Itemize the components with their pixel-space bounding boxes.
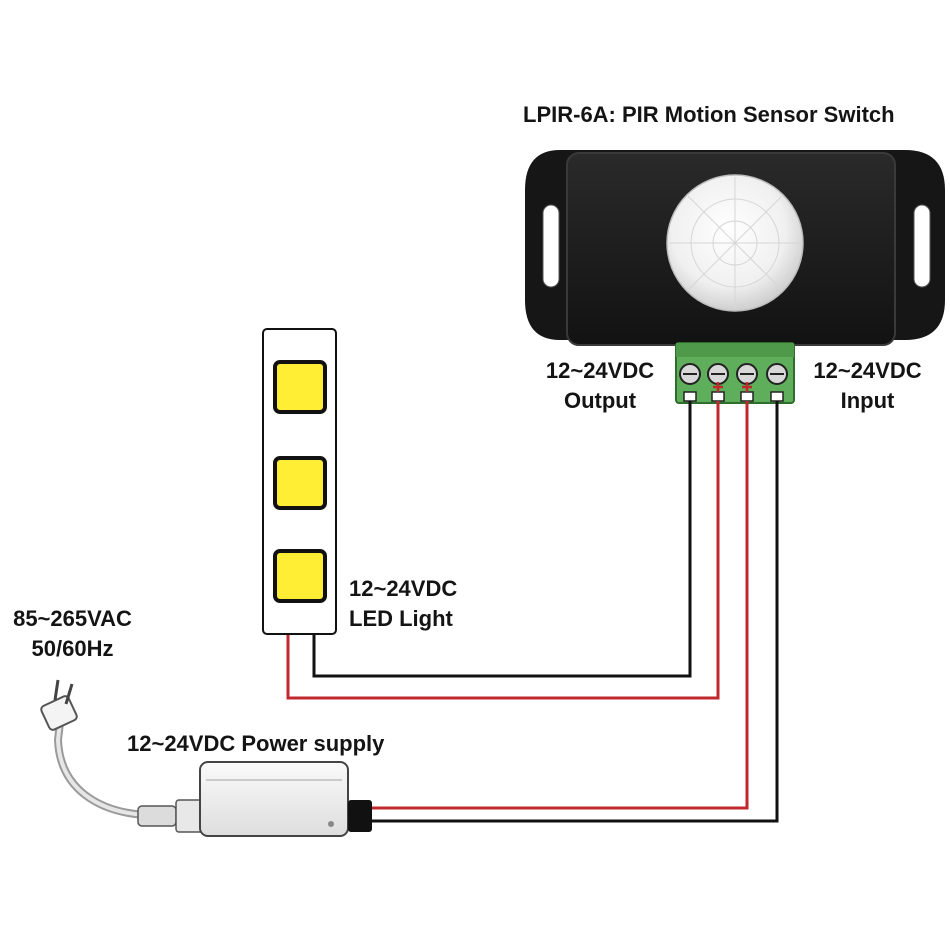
input-label-line2: Input bbox=[840, 388, 895, 413]
mains-label-line2: 50/60Hz bbox=[31, 636, 114, 661]
wire-input-positive bbox=[372, 401, 749, 810]
output-label: 12~24VDC Output bbox=[530, 356, 670, 416]
power-supply-body bbox=[199, 761, 349, 837]
led-chip bbox=[273, 456, 327, 510]
ac-connector bbox=[137, 805, 177, 827]
sensor-title: LPIR-6A: PIR Motion Sensor Switch bbox=[523, 102, 895, 127]
wire-input-negative bbox=[372, 401, 779, 823]
mounting-slot-right bbox=[913, 204, 931, 288]
polarity-plus-marks bbox=[713, 382, 752, 392]
mounting-slot-left bbox=[542, 204, 560, 288]
dc-output-boot bbox=[348, 800, 372, 832]
wire-output-negative bbox=[312, 401, 692, 678]
mains-label-line1: 85~265VAC bbox=[13, 606, 132, 631]
mains-label: 85~265VAC 50/60Hz bbox=[0, 604, 145, 664]
terminal-block bbox=[675, 342, 795, 404]
pir-sensor-switch bbox=[525, 150, 945, 346]
led-label-line2: LED Light bbox=[349, 606, 453, 631]
led-chip bbox=[273, 549, 327, 603]
led-label-line1: 12~24VDC bbox=[349, 576, 458, 601]
wire-output-positive bbox=[286, 401, 720, 700]
pir-dome-facets bbox=[669, 177, 801, 309]
output-label-line2: Output bbox=[563, 388, 637, 413]
power-supply-label: 12~24VDC Power supply bbox=[127, 731, 385, 756]
wires bbox=[286, 401, 779, 823]
power-supply-unit bbox=[40, 679, 372, 837]
input-label: 12~24VDC Input bbox=[800, 356, 935, 416]
led-light-strip bbox=[262, 328, 337, 635]
input-label-line1: 12~24VDC bbox=[813, 358, 922, 383]
led-chip bbox=[273, 360, 327, 414]
led-label: 12~24VDC LED Light bbox=[349, 574, 457, 634]
ac-plug-icon bbox=[40, 679, 78, 731]
output-label-line1: 12~24VDC bbox=[545, 358, 655, 383]
